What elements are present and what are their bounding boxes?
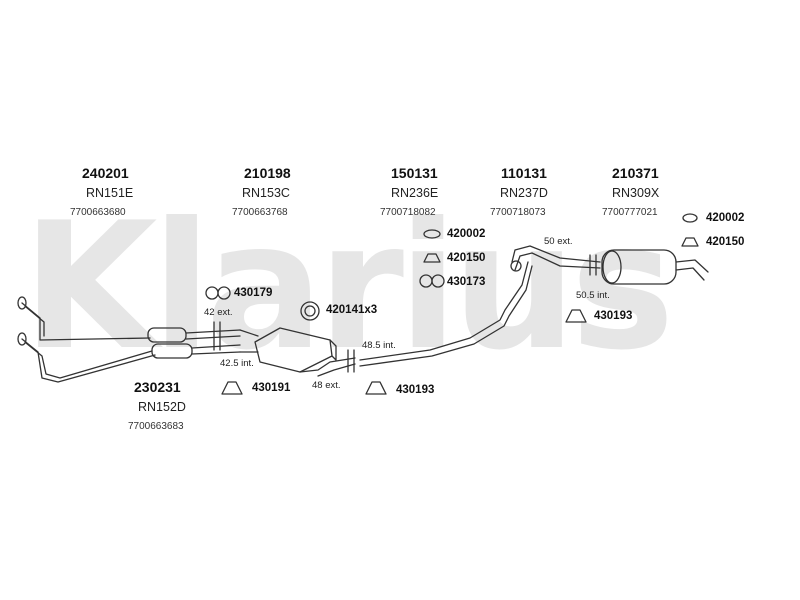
mounting-bracket-icon bbox=[365, 381, 387, 395]
hardware-label: 430191 bbox=[252, 382, 291, 394]
pre-silencer-lower bbox=[151, 343, 193, 359]
hardware-label: 420002 bbox=[447, 228, 486, 240]
mounting-bracket-icon bbox=[221, 381, 243, 395]
dimension-label: 42 ext. bbox=[204, 307, 233, 318]
oe-number: 7700718073 bbox=[490, 207, 546, 218]
part-number: 210198 bbox=[244, 165, 291, 181]
rubber-mount-icon bbox=[423, 253, 441, 263]
flange-end bbox=[17, 296, 27, 310]
part-number: 240201 bbox=[82, 165, 129, 181]
part-code: RN151E bbox=[86, 186, 134, 200]
part-number: 110131 bbox=[501, 165, 547, 181]
part-code: RN236E bbox=[391, 186, 439, 200]
rear-silencer bbox=[601, 249, 677, 285]
hardware-label: 430193 bbox=[396, 384, 435, 396]
flange-end bbox=[17, 332, 27, 346]
downpipe-upper-line bbox=[21, 302, 151, 341]
part-number: 210371 bbox=[612, 165, 659, 181]
hardware-label: 420150 bbox=[447, 252, 486, 264]
oe-number: 7700663768 bbox=[232, 207, 288, 218]
gasket-icon bbox=[423, 229, 441, 239]
middle-pipe bbox=[359, 261, 529, 361]
pre-silencer-upper bbox=[147, 327, 187, 343]
part-code: RN309X bbox=[612, 186, 660, 200]
hardware-label: 430173 bbox=[447, 276, 486, 288]
dimension-label: 48 ext. bbox=[312, 380, 341, 391]
hardware-label: 420141x3 bbox=[326, 304, 378, 316]
dimension-label: 50 ext. bbox=[544, 236, 573, 247]
part-code: RN152D bbox=[138, 400, 186, 414]
rubber-mount-icon bbox=[681, 237, 699, 247]
oe-number: 7700663680 bbox=[70, 207, 126, 218]
hardware-label: 430179 bbox=[234, 287, 273, 299]
clamp-icon bbox=[419, 274, 433, 288]
hardware-label: 420150 bbox=[706, 236, 745, 248]
oe-number: 7700777021 bbox=[602, 207, 658, 218]
hardware-label: 420002 bbox=[706, 212, 745, 224]
centre-silencer bbox=[254, 327, 333, 373]
dimension-label: 50.5 int. bbox=[576, 290, 610, 301]
part-code: RN153C bbox=[242, 186, 290, 200]
rear-pipe bbox=[511, 245, 601, 263]
oe-number: 7700663683 bbox=[128, 421, 184, 432]
watermark-logo: Klarius bbox=[22, 186, 675, 389]
oe-number: 7700718082 bbox=[380, 207, 436, 218]
mounting-bracket-icon bbox=[565, 309, 587, 323]
gasket-icon bbox=[682, 213, 698, 223]
dimension-label: 48.5 int. bbox=[362, 340, 396, 351]
dimension-label: 42.5 int. bbox=[220, 358, 254, 369]
downpipe-lower-line bbox=[21, 338, 156, 383]
clamp-icon bbox=[205, 286, 219, 300]
part-code: RN237D bbox=[500, 186, 548, 200]
part-number: 150131 bbox=[391, 165, 438, 181]
hardware-label: 430193 bbox=[594, 310, 633, 322]
gasket-ring-icon bbox=[300, 301, 320, 321]
part-number: 230231 bbox=[134, 379, 181, 395]
